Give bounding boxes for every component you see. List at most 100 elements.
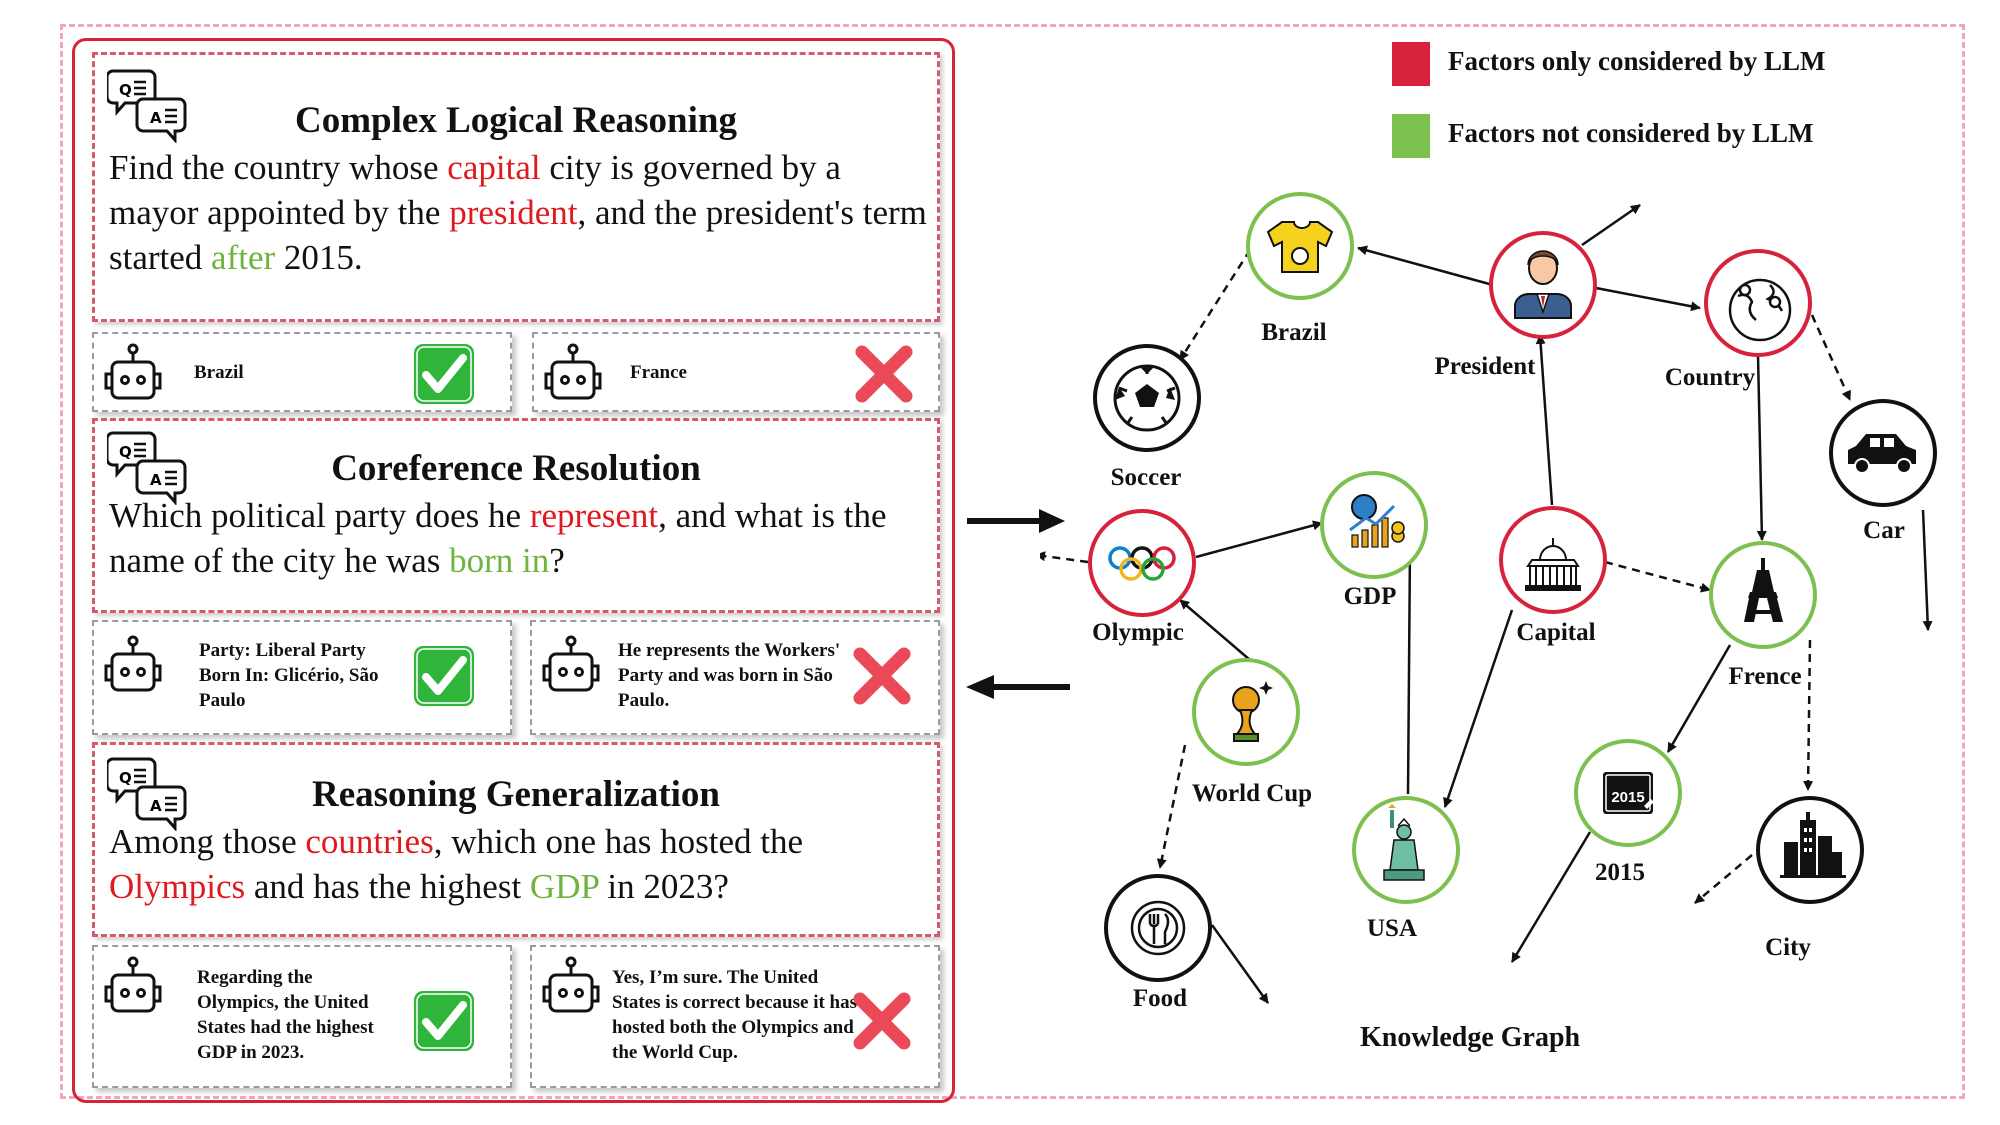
keyword-red: capital [447, 148, 541, 187]
edge-frence-2015 [1666, 644, 1732, 753]
svg-text:A: A [150, 471, 162, 489]
calendar-year: 2015 [1611, 789, 1644, 806]
answer-text: France [630, 362, 687, 383]
question-segment: 2015. [275, 238, 363, 277]
robot-icon [104, 635, 162, 692]
check-mark-icon [414, 991, 474, 1051]
city-buildings-icon [1780, 812, 1846, 878]
question-text: Find the country whose capital city is g… [109, 145, 929, 280]
question-segment: , which one has hosted the [433, 822, 804, 861]
edge-frence-city [1803, 639, 1814, 791]
section-title: Coreference Resolution [331, 448, 701, 489]
question-box-complex-logical-reasoning: Q A Complex Logical Reasoning Find the c… [92, 52, 940, 322]
node-label: Olympic [1092, 619, 1184, 646]
legend-label: Factors only considered by LLM [1448, 46, 1826, 76]
edge-worldcup-olympic [1179, 599, 1251, 661]
question-segment: and has the highest [245, 867, 530, 906]
edge-food-out [1210, 924, 1270, 1004]
graph-node-gdp: GDP [1320, 471, 1428, 610]
keyword-green: after [211, 238, 276, 277]
edge-brazil-soccer [1178, 249, 1252, 361]
graph-node-food: Food [1104, 874, 1212, 1012]
keyword-red: president [449, 193, 578, 232]
question-segment: , and what is the name of the city he wa… [109, 496, 887, 580]
svg-text:Q: Q [119, 443, 132, 461]
robot-icon [104, 343, 162, 400]
answer-box-correct: Brazil [92, 332, 512, 412]
outer-frame [60, 24, 1965, 1099]
node-label: Capital [1516, 619, 1595, 646]
person-icon [1514, 250, 1572, 319]
question-text: Which political party does he represent,… [109, 493, 929, 583]
node-label: Frence [1728, 663, 1801, 690]
check-mark-icon [414, 344, 474, 404]
node-label: Soccer [1111, 464, 1182, 491]
jersey-icon [1266, 221, 1334, 273]
gdp-chart-icon [1349, 494, 1405, 548]
edge-car-out [1921, 509, 1933, 631]
globe-icon [1728, 278, 1792, 342]
answer-box-correct: Regarding the Olympics, the United State… [92, 945, 512, 1088]
question-text: Among those countries, which one has hos… [109, 819, 929, 909]
edge-country-frence [1756, 354, 1767, 541]
answer-text: Regarding the Olympics, the United State… [197, 967, 374, 1063]
graph-node-frence: Frence [1709, 541, 1817, 690]
question-segment: Among those [109, 822, 306, 861]
eiffel-tower-icon [1744, 558, 1783, 622]
keyword-red: Olympics [109, 867, 246, 906]
robot-icon [542, 635, 600, 692]
svg-text:A: A [150, 797, 162, 815]
soccer-ball-icon [1113, 364, 1181, 432]
svg-text:A: A [150, 109, 162, 127]
answer-text: Party: Liberal Party Born In: Glicério, … [199, 640, 379, 711]
edge-president-brazil [1357, 245, 1494, 287]
section-title: Complex Logical Reasoning [295, 100, 737, 141]
robot-icon [544, 343, 602, 400]
trophy-icon [1232, 681, 1273, 742]
graph-title: Knowledge Graph [1360, 1022, 1581, 1053]
graph-node-2015: 2015 2015 [1574, 739, 1682, 886]
edge-usa-gdp [1404, 546, 1415, 795]
edge-president-country [1595, 286, 1701, 312]
question-segment: ? [549, 541, 565, 580]
car-icon [1848, 434, 1916, 474]
answer-text: Brazil [194, 362, 244, 383]
edge-capital-usa [1443, 609, 1514, 808]
node-label: 2015 [1595, 859, 1645, 886]
node-label: President [1435, 353, 1537, 380]
capitol-building-icon [1525, 538, 1581, 591]
graph-node-worldcup: World Cup [1192, 658, 1312, 807]
cross-mark-icon [853, 992, 911, 1050]
answer-box-wrong: Yes, I’m sure. The United States is corr… [530, 945, 940, 1088]
cross-mark-icon [853, 647, 911, 705]
qa-chat-icon: Q A [107, 431, 187, 505]
qa-chat-icon: Q A [107, 757, 187, 831]
keyword-green: GDP [529, 867, 599, 906]
question-segment: , and the president's term started [109, 193, 927, 277]
robot-icon [542, 956, 600, 1013]
edge-city-out [1694, 854, 1753, 904]
edge-capital-frence [1604, 560, 1711, 593]
legend-swatch-green [1392, 114, 1430, 158]
svg-text:Q: Q [119, 769, 132, 787]
graph-node-capital: Capital [1499, 506, 1607, 646]
graph-edges [1040, 203, 1933, 1004]
svg-text:Q: Q [119, 81, 132, 99]
cross-mark-icon [855, 345, 913, 403]
edge-worldcup-food [1156, 744, 1187, 869]
arrow-left-icon [966, 675, 1070, 699]
edge-olympic-out [1040, 551, 1089, 564]
olympic-rings-icon [1108, 546, 1176, 581]
question-segment: Find the country whose [109, 148, 448, 187]
answer-text: Yes, I’m sure. The United States is corr… [612, 967, 858, 1063]
legend-swatch-red [1392, 42, 1430, 86]
robot-icon [104, 956, 162, 1013]
question-box-coreference-resolution: Q A Coreference Resolution Which politic… [92, 418, 940, 613]
graph-node-soccer: Soccer [1093, 344, 1201, 491]
question-segment: Which political party does he [109, 496, 530, 535]
keyword-red: countries [305, 822, 434, 861]
node-label: Car [1863, 517, 1905, 544]
check-mark-icon [414, 646, 474, 706]
node-label: Brazil [1261, 319, 1326, 346]
graph-node-car: Car [1829, 399, 1937, 544]
